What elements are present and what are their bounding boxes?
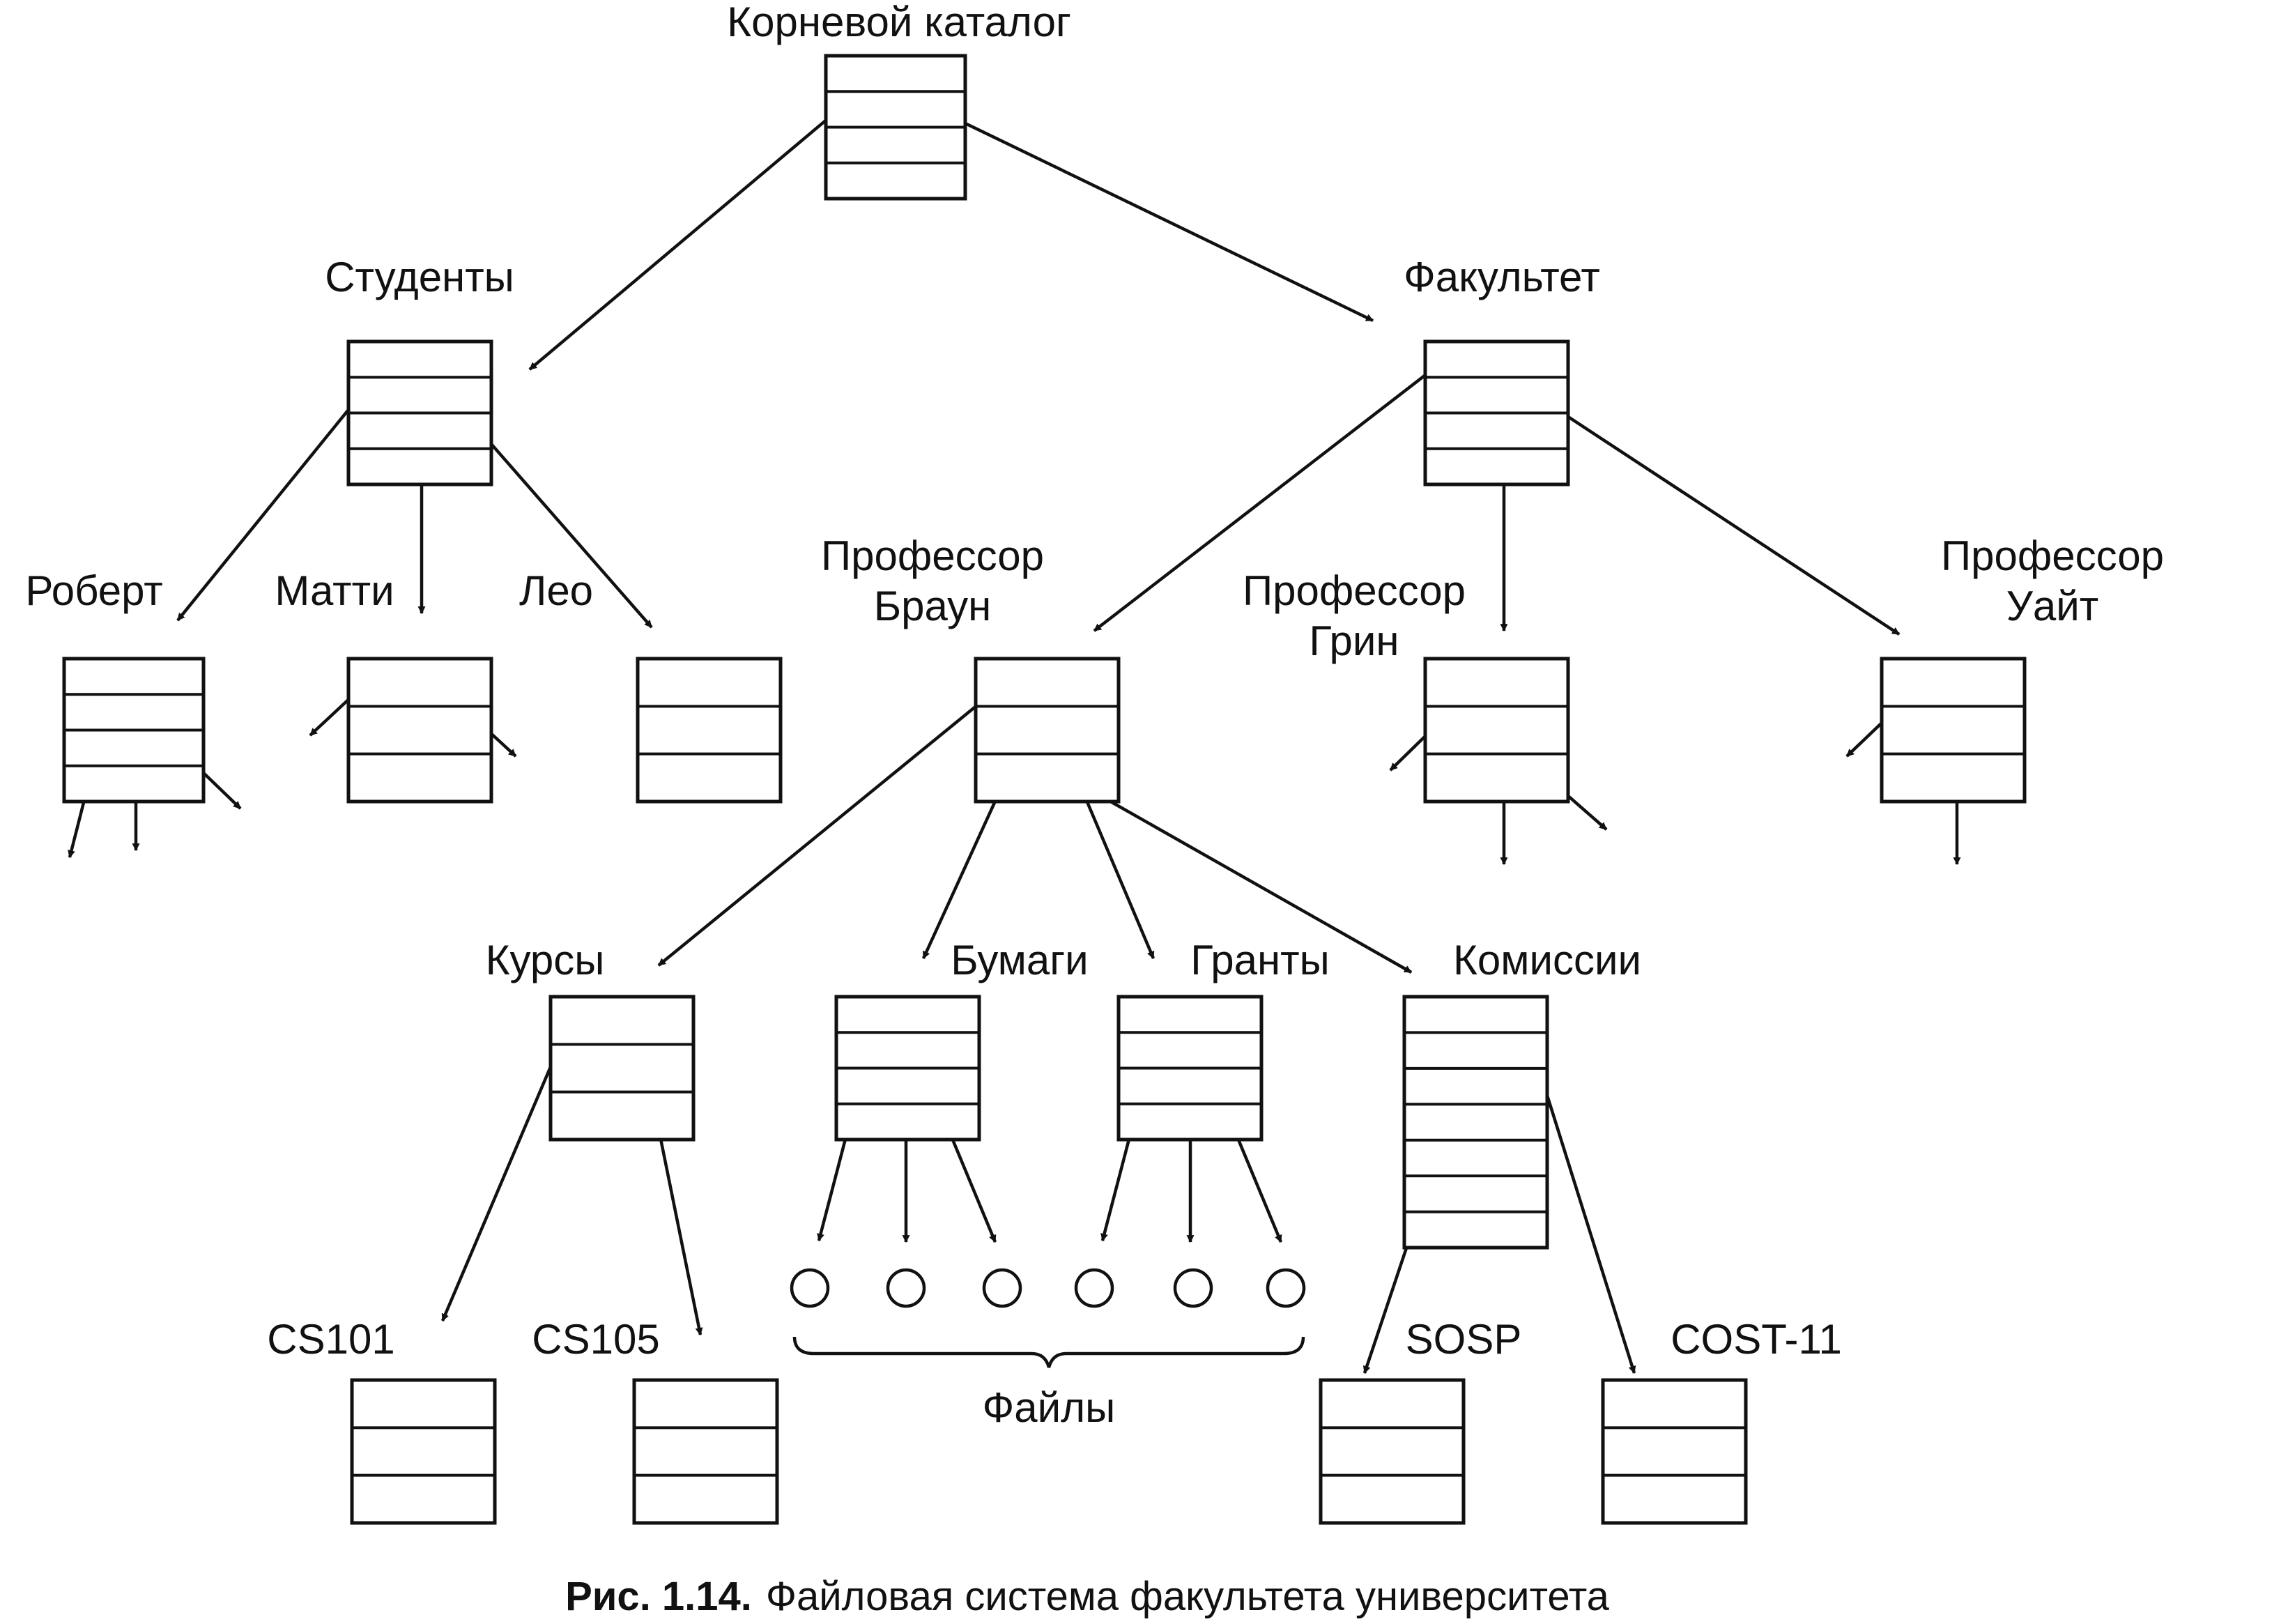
dir-box-prof-brown: [974, 657, 1121, 804]
label-prof-white-line1: Профессор: [1941, 533, 2164, 579]
edge-root-to-students: [528, 88, 864, 371]
dir-box-sosp: [1319, 1378, 1466, 1525]
label-committees: Комиссии: [1453, 937, 1641, 983]
dir-box-papers: [834, 995, 981, 1142]
dir-box-committees: [1402, 995, 1549, 1250]
file-node-2: [886, 1268, 926, 1308]
file-node-3: [982, 1268, 1022, 1308]
label-sosp: SOSP: [1406, 1316, 1522, 1363]
dir-box-robert: [62, 657, 206, 804]
dir-box-faculty: [1423, 339, 1570, 487]
label-robert: Роберт: [25, 567, 162, 614]
edge-brown-to-courses: [657, 685, 1001, 967]
label-grants: Гранты: [1190, 937, 1330, 983]
label-prof-green-line2: Грин: [1309, 618, 1399, 664]
dir-box-frame: [548, 995, 696, 1142]
label-prof-brown-line1: Профессор: [821, 533, 1044, 579]
file-node-4: [1074, 1268, 1114, 1308]
dir-box-frame: [1402, 995, 1549, 1250]
files-brace: [792, 1336, 1305, 1368]
edge-faculty-to-prof-brown: [1093, 351, 1457, 632]
dir-box-frame: [1601, 1378, 1748, 1525]
directory-boxes: [62, 54, 2027, 1525]
dir-box-frame: [636, 657, 783, 804]
label-faculty: Факультет: [1404, 254, 1600, 300]
edge-faculty-to-prof-white: [1532, 392, 1901, 636]
dir-box-cs101: [350, 1378, 497, 1525]
dir-box-leo: [636, 657, 783, 804]
dir-box-courses: [548, 995, 696, 1142]
dir-box-frame: [1319, 1378, 1466, 1525]
label-matti: Матти: [275, 567, 394, 614]
dir-box-frame: [632, 1378, 779, 1525]
dir-box-prof-green: [1423, 657, 1570, 804]
label-cost11: COST-11: [1671, 1316, 1842, 1363]
label-prof-brown-line2: Браун: [874, 583, 992, 629]
file-node-1: [790, 1268, 830, 1308]
dir-box-matti: [346, 657, 493, 804]
label-prof-green-line1: Профессор: [1243, 567, 1466, 614]
files-group: [790, 1268, 1306, 1308]
dir-box-frame: [1423, 657, 1570, 804]
dir-box-frame: [1880, 657, 2027, 804]
label-prof-white-line2: Уайт: [2006, 583, 2098, 629]
label-courses: Курсы: [486, 937, 605, 983]
file-node-6: [1266, 1268, 1306, 1308]
dir-box-frame: [350, 1378, 497, 1525]
dir-box-grants: [1116, 995, 1264, 1142]
label-papers: Бумаги: [951, 937, 1088, 983]
label-cs105: CS105: [532, 1316, 659, 1363]
dir-box-root: [824, 54, 967, 201]
edge-brown-to-committees: [1107, 799, 1413, 974]
figure-caption: Рис. 1.14. Файловая система факультета у…: [565, 1574, 1610, 1619]
label-students: Студенты: [325, 254, 514, 300]
label-cs101: CS101: [267, 1316, 394, 1363]
label-root: Корневой каталог: [727, 0, 1071, 45]
label-leo: Лео: [519, 567, 593, 614]
caption-text: Файловая система факультета университета: [766, 1574, 1610, 1619]
dir-box-students: [346, 339, 493, 487]
label-files: Файлы: [983, 1384, 1116, 1431]
caption-number: Рис. 1.14.: [565, 1574, 752, 1619]
dir-box-cost11: [1601, 1378, 1748, 1525]
edge-root-to-faculty: [940, 109, 1374, 323]
dir-box-cs105: [632, 1378, 779, 1525]
file-node-5: [1173, 1268, 1213, 1308]
edge-students-to-leo: [479, 431, 653, 629]
dir-box-frame: [346, 657, 493, 804]
dir-box-prof-white: [1880, 657, 2027, 804]
dir-box-frame: [974, 657, 1121, 804]
